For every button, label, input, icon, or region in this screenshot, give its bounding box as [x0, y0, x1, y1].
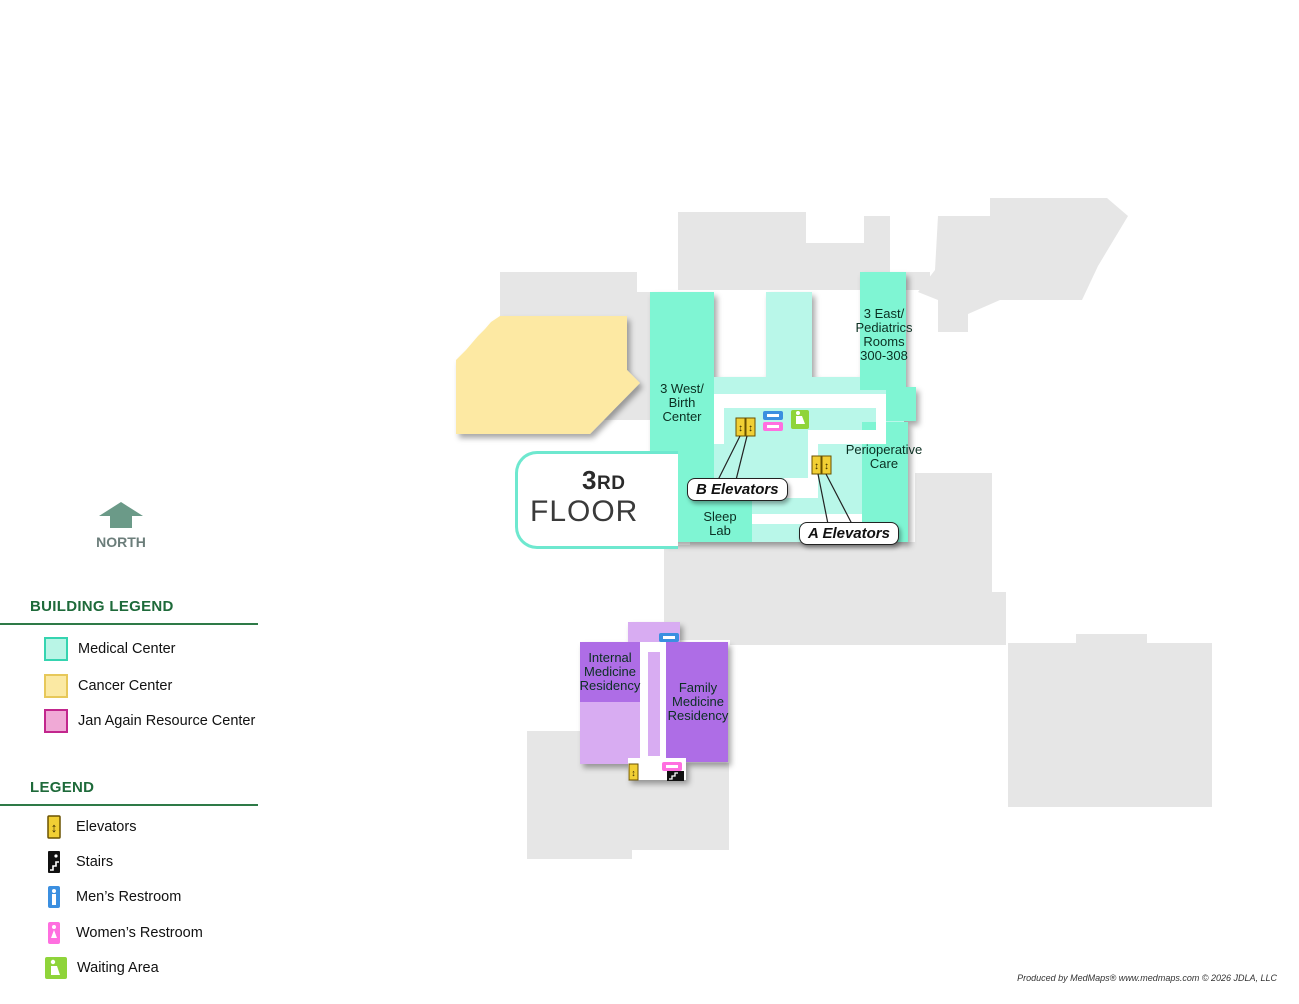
- elevator-icon[interactable]: ↕: [821, 455, 832, 475]
- svg-text:↕: ↕: [814, 461, 819, 472]
- womens-restroom-icon[interactable]: [662, 762, 682, 771]
- north-label: NORTH: [96, 534, 146, 550]
- mens-restroom-icon: [48, 886, 60, 908]
- cancer-center-building: [456, 316, 640, 434]
- womens-restroom-icon[interactable]: [763, 422, 783, 431]
- svg-text:↕: ↕: [748, 423, 753, 434]
- legend-item-stairs: Stairs: [44, 850, 113, 874]
- elevator-icon[interactable]: ↕: [735, 417, 746, 437]
- floor-number: 3RD: [582, 465, 626, 495]
- building-legend-title: BUILDING LEGEND: [30, 598, 174, 615]
- building-legend-item-jan-again: Jan Again Resource Center: [44, 709, 255, 733]
- legend-item-mens-restroom: Men’s Restroom: [44, 885, 181, 909]
- building-legend-label: Medical Center: [78, 641, 176, 657]
- building-legend-item-cancer-center: Cancer Center: [44, 674, 172, 698]
- room-label-3-east-pediatrics: 3 East/ Pediatrics Rooms 300-308: [855, 306, 913, 363]
- legend-divider: [0, 804, 258, 806]
- building-legend-label: Cancer Center: [78, 678, 173, 694]
- waiting-area-icon[interactable]: [791, 410, 809, 429]
- elevator-icon[interactable]: ↕: [745, 417, 756, 437]
- elevator-icon: ↕: [47, 815, 61, 839]
- svg-text:↕: ↕: [824, 461, 829, 472]
- map-credit: Produced by MedMaps® www.medmaps.com © 2…: [1017, 973, 1277, 983]
- waiting-area-icon: [45, 957, 67, 979]
- legend-item-womens-restroom: Women’s Restroom: [44, 921, 203, 945]
- legend-item-elevators: ↕ Elevators: [44, 815, 136, 839]
- building-legend-label: Jan Again Resource Center: [78, 713, 256, 729]
- legend-title: LEGEND: [30, 779, 95, 796]
- a-elevators-callout[interactable]: A Elevators: [799, 522, 899, 545]
- jan-again-swatch: [44, 709, 68, 733]
- mens-restroom-icon[interactable]: [659, 633, 679, 642]
- legend-item-waiting-area: Waiting Area: [44, 956, 159, 980]
- callout-leaders: [717, 435, 853, 525]
- legend-label: Elevators: [76, 819, 137, 835]
- medical-center-building: [650, 272, 916, 542]
- womens-restroom-icon: [48, 922, 60, 944]
- room-label-internal-medicine-residency: Internal Medicine Residency: [579, 650, 641, 693]
- svg-text:↕: ↕: [51, 820, 58, 835]
- elevator-icon[interactable]: ↕: [628, 763, 639, 781]
- legend-label: Stairs: [76, 854, 114, 870]
- north-arrow-icon: [99, 502, 143, 528]
- floor-word: FLOOR: [530, 495, 639, 528]
- legend-label: Men’s Restroom: [76, 889, 182, 905]
- residency-building: [580, 622, 728, 780]
- mens-restroom-icon[interactable]: [763, 411, 783, 420]
- room-label-perioperative-care: Perioperative Care: [845, 442, 923, 471]
- legend-label: Waiting Area: [77, 960, 159, 976]
- elevator-icon[interactable]: ↕: [811, 455, 822, 475]
- floor-badge: [515, 451, 678, 549]
- room-label-sleep-lab: Sleep Lab: [703, 509, 737, 538]
- stairs-icon: [48, 851, 60, 873]
- room-label-3-west-birth-center: 3 West/ Birth Center: [660, 381, 704, 424]
- legend-label: Women’s Restroom: [76, 925, 203, 941]
- svg-text:↕: ↕: [631, 768, 636, 778]
- north-indicator: NORTH: [88, 532, 154, 550]
- building-legend-divider: [0, 623, 258, 625]
- building-legend-item-medical-center: Medical Center: [44, 637, 176, 661]
- svg-text:↕: ↕: [738, 423, 743, 434]
- room-label-family-medicine-residency: Family Medicine Residency: [667, 680, 729, 723]
- cancer-center-swatch: [44, 674, 68, 698]
- b-elevators-callout[interactable]: B Elevators: [687, 478, 788, 501]
- medical-center-swatch: [44, 637, 68, 661]
- corridors: [714, 394, 886, 524]
- stairs-icon[interactable]: [667, 771, 684, 781]
